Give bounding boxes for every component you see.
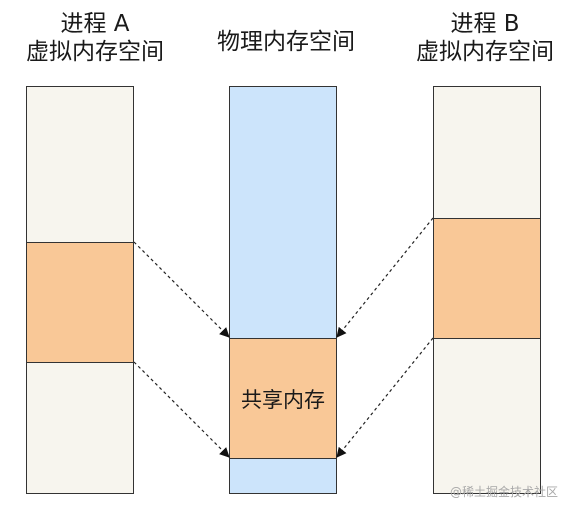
process-a-subtitle: 虚拟内存空间 <box>26 39 164 65</box>
process-a-title: 进程 A <box>60 11 130 37</box>
arrow-a-top <box>133 241 230 338</box>
process-b-subtitle: 虚拟内存空间 <box>416 39 554 65</box>
process-a-shared-region <box>27 242 133 363</box>
process-b-virtual-memory <box>433 86 541 494</box>
shared-memory-label: 共享内存 <box>241 388 325 412</box>
arrow-a-bottom <box>133 361 230 458</box>
physical-shared-region: 共享内存 <box>230 338 336 459</box>
process-b-label: 进程 B 虚拟内存空间 <box>400 10 570 66</box>
process-b-title: 进程 B <box>450 11 520 37</box>
physical-memory: 共享内存 <box>229 86 337 494</box>
physical-memory-label: 物理内存空间 <box>217 29 355 55</box>
process-a-label: 进程 A 虚拟内存空间 <box>10 10 180 66</box>
process-b-shared-region <box>434 218 540 339</box>
process-a-virtual-memory <box>26 86 134 494</box>
arrow-b-bottom <box>336 337 434 458</box>
watermark: @稀土掘金技术社区 <box>449 485 558 499</box>
arrow-b-top <box>336 217 434 338</box>
